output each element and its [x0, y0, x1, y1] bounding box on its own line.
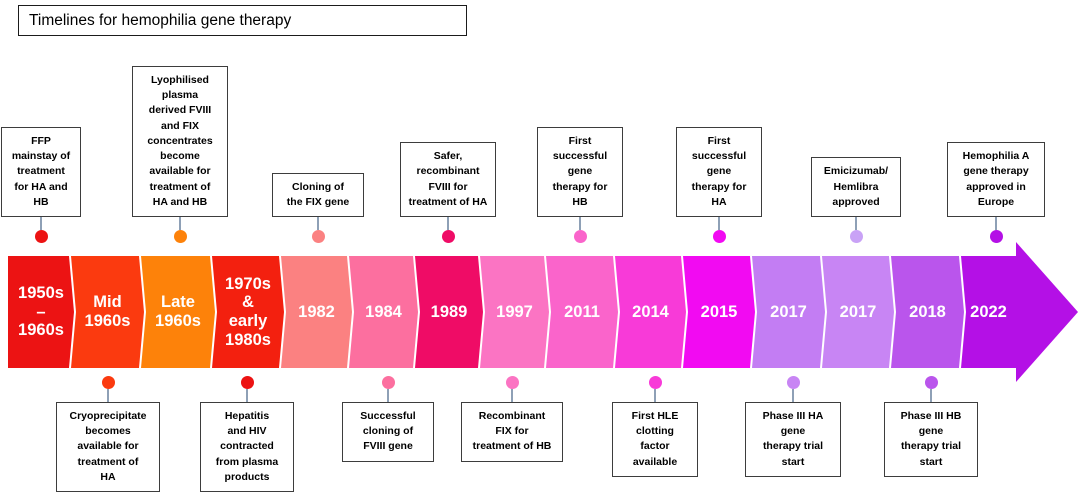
connector-line [792, 389, 794, 402]
event-dot [34, 230, 48, 243]
event-lyophilised-concentrates: Lyophilised plasma derived FVIII and FIX… [132, 66, 228, 243]
connector-line [246, 389, 248, 402]
timeline-segment-2015: 2015 [683, 256, 755, 368]
event-dot [173, 230, 187, 243]
connector-line [579, 217, 581, 230]
timeline-segment-1950s-1960s: 1950s – 1960s [8, 256, 74, 368]
timeline-segment-mid-1960s: Mid 1960s [71, 256, 144, 368]
timeline-segment-1989: 1989 [415, 256, 483, 368]
timeline-segment-2018: 2018 [891, 256, 964, 368]
connector-line [930, 389, 932, 402]
event-emicizumab-approved: Emicizumab/ Hemlibra approved [811, 157, 901, 243]
connector-line [511, 389, 513, 402]
event-text: First HLE clotting factor available [612, 402, 698, 477]
timeline-segment-1970s-early-1980s: 1970s & early 1980s [212, 256, 284, 368]
event-phase3-ha-trial: Phase III HA gene therapy trial start [745, 376, 841, 477]
event-dot [786, 376, 800, 389]
figure-title: Timelines for hemophilia gene therapy [18, 5, 467, 36]
event-fix-gene-cloning: Cloning of the FIX gene [272, 172, 364, 243]
timeline-segment-2014: 2014 [615, 256, 686, 368]
event-phase3-hb-trial: Phase III HB gene therapy trial start [884, 376, 978, 477]
event-text: First successful gene therapy for HA [676, 126, 762, 217]
connector-line [718, 217, 720, 230]
event-ffp-mainstay: FFP mainstay of treatment for HA and HB [1, 126, 81, 243]
timeline-segment-2011: 2011 [546, 256, 618, 368]
event-first-gene-therapy-ha: First successful gene therapy for HA [676, 126, 762, 243]
event-cryoprecipitate: Cryoprecipitate becomes available for tr… [56, 376, 160, 493]
event-text: Phase III HA gene therapy trial start [745, 402, 841, 477]
connector-line [179, 217, 181, 230]
connector-line [317, 217, 319, 230]
event-text: Cloning of the FIX gene [272, 172, 364, 217]
event-dot [311, 230, 325, 243]
event-text: Safer, recombinant FVIII for treatment o… [400, 142, 496, 217]
event-dot [505, 376, 519, 389]
timeline-segment-1997: 1997 [480, 256, 549, 368]
connector-line [654, 389, 656, 402]
timeline-segment-2017a: 2017 [752, 256, 825, 368]
event-fviii-gene-cloning: Successful cloning of FVIII gene [342, 376, 434, 462]
event-text: Cryoprecipitate becomes available for tr… [56, 402, 160, 493]
event-recombinant-fviii: Safer, recombinant FVIII for treatment o… [400, 142, 496, 243]
event-text: Successful cloning of FVIII gene [342, 402, 434, 462]
event-dot [712, 230, 726, 243]
timeline-segment-2022: 2022 [961, 256, 1016, 368]
event-first-gene-therapy-hb: First successful gene therapy for HB [537, 126, 623, 243]
connector-line [40, 217, 42, 230]
connector-line [447, 217, 449, 230]
event-text: Lyophilised plasma derived FVIII and FIX… [132, 66, 228, 217]
timeline-arrowhead-icon [1016, 242, 1078, 382]
event-dot [849, 230, 863, 243]
event-dot [101, 376, 115, 389]
connector-line [995, 217, 997, 230]
event-text: Hemophilia A gene therapy approved in Eu… [947, 142, 1045, 217]
connector-line [387, 389, 389, 402]
event-hepatitis-hiv: Hepatitis and HIV contracted from plasma… [200, 376, 294, 493]
event-text: Hepatitis and HIV contracted from plasma… [200, 402, 294, 493]
timeline-segment-2017b: 2017 [822, 256, 894, 368]
event-recombinant-fix: Recombinant FIX for treatment of HB [461, 376, 563, 462]
event-text: Recombinant FIX for treatment of HB [461, 402, 563, 462]
event-dot [648, 376, 662, 389]
event-hle-clotting-factor: First HLE clotting factor available [612, 376, 698, 477]
event-dot [989, 230, 1003, 243]
timeline-band: 1950s – 1960s Mid 1960s Late 1960s 1970s… [8, 256, 1016, 368]
event-text: First successful gene therapy for HB [537, 126, 623, 217]
timeline-segment-1982: 1982 [281, 256, 352, 368]
event-text: FFP mainstay of treatment for HA and HB [1, 126, 81, 217]
timeline-segment-late-1960s: Late 1960s [141, 256, 215, 368]
timeline-segment-1984: 1984 [349, 256, 418, 368]
connector-line [107, 389, 109, 402]
event-dot [924, 376, 938, 389]
connector-line [855, 217, 857, 230]
event-ha-gene-therapy-europe: Hemophilia A gene therapy approved in Eu… [947, 142, 1045, 243]
event-text: Phase III HB gene therapy trial start [884, 402, 978, 477]
event-dot [381, 376, 395, 389]
event-text: Emicizumab/ Hemlibra approved [811, 157, 901, 217]
event-dot [573, 230, 587, 243]
event-dot [441, 230, 455, 243]
event-dot [240, 376, 254, 389]
